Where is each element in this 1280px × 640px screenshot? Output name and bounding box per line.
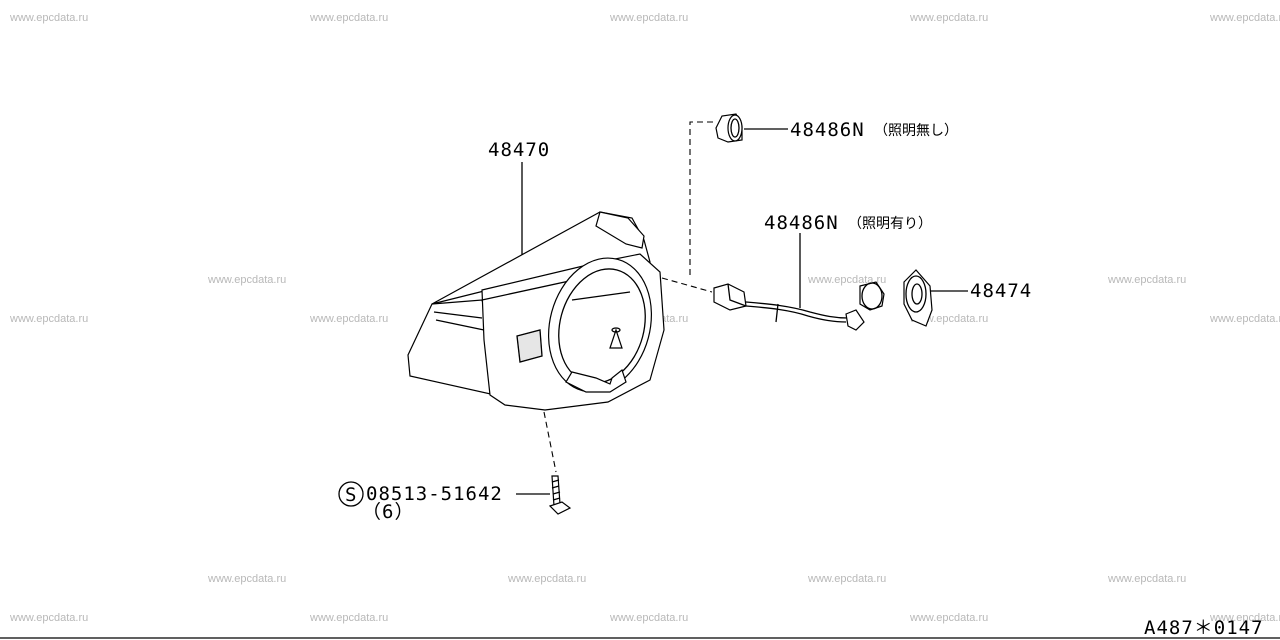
watermark: www.epcdata.ru bbox=[309, 313, 388, 325]
watermark: www.epcdata.ru bbox=[309, 612, 388, 624]
part-number-48486n-with-illum: 48486N bbox=[764, 212, 839, 234]
dashed-guide-connector bbox=[661, 277, 713, 293]
part-number-screw: 08513-51642 bbox=[366, 483, 503, 505]
watermark: www.epcdata.ru bbox=[9, 612, 88, 624]
watermark: www.epcdata.ru bbox=[1209, 612, 1280, 624]
part-number-48474: 48474 bbox=[970, 280, 1032, 302]
standard-part-symbol-letter: S bbox=[345, 484, 357, 506]
watermark: www.epcdata.ru bbox=[9, 12, 88, 24]
part-number-48486n-no-illum: 48486N bbox=[790, 119, 865, 141]
watermark: www.epcdata.ru bbox=[309, 12, 388, 24]
watermark: www.epcdata.ru bbox=[9, 313, 88, 325]
watermark: www.epcdata.ru bbox=[609, 612, 688, 624]
watermark: www.epcdata.ru bbox=[207, 573, 286, 585]
watermark: www.epcdata.ru bbox=[609, 12, 688, 24]
watermark: www.epcdata.ru bbox=[909, 12, 988, 24]
note-with-illum: （照明有り） bbox=[848, 216, 932, 232]
watermark: www.epcdata.ru bbox=[807, 573, 886, 585]
watermark: www.epcdata.ru bbox=[1107, 573, 1186, 585]
standard-part-symbol bbox=[338, 481, 364, 507]
column-cover-drawing bbox=[407, 211, 665, 411]
watermark: www.epcdata.ru bbox=[909, 612, 988, 624]
diagram-code: A487＊0147 bbox=[1144, 617, 1264, 639]
screw-drawing bbox=[548, 475, 572, 515]
part-number-48470: 48470 bbox=[488, 139, 550, 161]
watermark: www.epcdata.ru bbox=[807, 274, 886, 286]
dashed-guide-screw bbox=[543, 411, 557, 473]
bulb-no-illum-drawing bbox=[715, 113, 743, 143]
watermark: www.epcdata.ru bbox=[1209, 12, 1280, 24]
dashed-guide-bulb bbox=[689, 121, 716, 275]
bulb-with-illum-drawing bbox=[713, 281, 885, 331]
watermark: www.epcdata.ru bbox=[1107, 274, 1186, 286]
watermark: www.epcdata.ru bbox=[507, 573, 586, 585]
note-no-illum: （照明無し） bbox=[874, 123, 958, 139]
ring-drawing bbox=[903, 269, 933, 327]
watermark: www.epcdata.ru bbox=[1209, 313, 1280, 325]
watermark: www.epcdata.ru bbox=[207, 274, 286, 286]
screw-quantity: （6） bbox=[362, 501, 414, 523]
